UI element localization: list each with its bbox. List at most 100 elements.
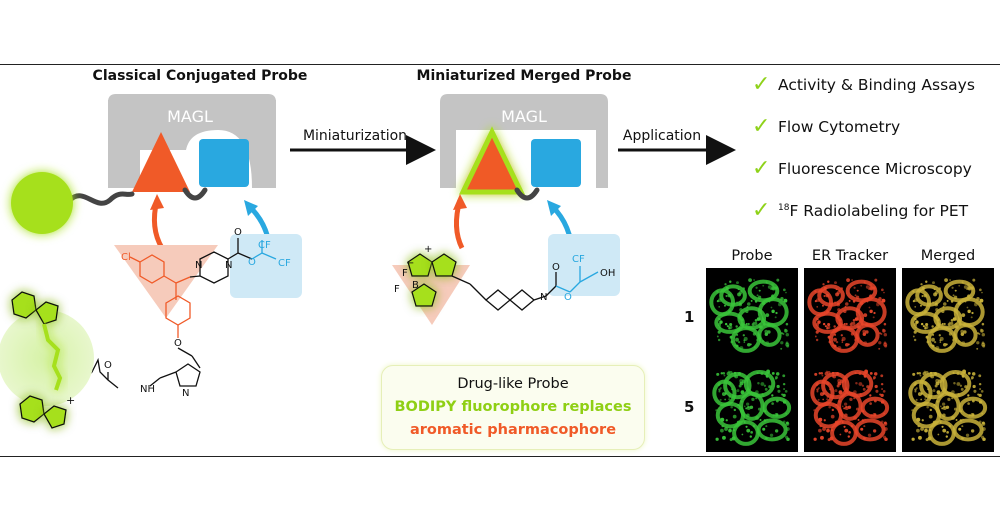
fluorescence-speck	[752, 425, 756, 428]
fluorescence-speck	[717, 338, 721, 342]
classical-probe-title: Classical Conjugated Probe	[93, 68, 308, 84]
fluorescence-speck	[828, 340, 832, 344]
fluorescence-speck	[870, 414, 873, 417]
fluorescence-speck	[746, 428, 751, 433]
fluorescence-speck	[816, 388, 819, 391]
fluorescence-speck	[934, 291, 939, 295]
magl-label-left: MAGL	[167, 107, 213, 126]
fluorescence-speck	[855, 309, 858, 312]
fluorescence-speck	[785, 421, 790, 426]
fluorescence-speck	[861, 322, 864, 326]
fluorescence-speck	[743, 341, 746, 344]
fluorescence-speck	[852, 319, 856, 322]
fluorescence-speck	[881, 298, 886, 303]
fluorescence-speck	[817, 398, 820, 401]
cyanine-shade	[0, 310, 94, 406]
fluorescence-speck	[953, 381, 956, 385]
fluorescence-speck	[757, 381, 760, 385]
fluorescence-speck	[961, 313, 966, 318]
fluorescence-speck	[750, 299, 753, 302]
fluorescence-speck	[967, 295, 970, 298]
fluorescence-speck	[869, 402, 872, 405]
fluorescence-speck	[878, 296, 882, 301]
fluorescence-speck	[967, 283, 970, 287]
magl-enzyme-left: MAGL	[108, 94, 276, 192]
fluorescence-speck	[780, 347, 783, 350]
fluorescence-speck	[815, 330, 819, 334]
fluorescence-speck	[942, 406, 947, 410]
fluorescence-speck	[959, 409, 962, 413]
fluorescence-speck	[833, 281, 837, 285]
fluorescence-speck	[858, 372, 862, 375]
fluorescence-speck	[747, 342, 751, 347]
fluorescence-speck	[980, 435, 985, 439]
fluorescence-speck	[868, 306, 871, 309]
carbonyl-oxygen-right: O	[552, 262, 560, 273]
fluorescence-speck	[882, 435, 887, 439]
fluorescence-speck	[970, 286, 974, 290]
fluorescence-speck	[847, 343, 850, 346]
fluorescence-speck	[757, 309, 760, 312]
fluorescence-speck	[771, 286, 776, 291]
fluorescence-speck	[861, 409, 864, 413]
fluorescence-speck	[841, 341, 844, 344]
fluorescence-speck	[880, 400, 885, 404]
fluorescence-speck	[740, 318, 744, 322]
micrograph-1-merged	[902, 268, 994, 361]
fluorescence-speck	[960, 387, 964, 391]
orange-arrowhead-left	[150, 194, 164, 210]
fluorescence-speck	[976, 296, 980, 301]
fluorescence-speck	[735, 281, 739, 285]
fluorescence-speck	[931, 344, 935, 348]
fluorescence-speck	[736, 420, 741, 425]
fluorescence-speck	[747, 322, 750, 326]
fluorescence-speck	[817, 320, 821, 324]
fluorescence-speck	[770, 306, 773, 309]
fluorescence-speck	[825, 293, 830, 298]
fluorescence-speck	[862, 437, 866, 440]
fluorescence-speck	[971, 399, 975, 403]
fluorescence-speck	[964, 300, 967, 303]
fluorescence-speck	[832, 344, 834, 347]
fluorescence-speck	[778, 302, 782, 307]
fluorescence-speck	[764, 437, 768, 440]
fluorescence-speck	[952, 317, 957, 321]
fluorescence-speck	[743, 336, 748, 341]
fluorescence-speck	[978, 393, 982, 397]
fluorescence-speck	[954, 325, 958, 328]
fluorescence-speck	[850, 321, 853, 324]
fluorescence-speck	[761, 393, 765, 398]
fluorescence-speck	[943, 322, 946, 326]
fluorescence-speck	[753, 279, 755, 281]
fluorescence-speck	[757, 295, 762, 300]
boron-label: B	[412, 280, 419, 291]
fluorescence-speck	[959, 322, 962, 326]
fluorescence-speck	[912, 300, 915, 303]
fluorescence-speck	[979, 388, 982, 390]
fluorescence-speck	[733, 374, 737, 378]
application-text-body: F Radiolabeling for PET	[789, 201, 969, 220]
fluorescence-speck	[874, 278, 878, 282]
fluorescence-speck	[923, 381, 928, 386]
fluorescence-speck	[761, 340, 765, 343]
fluorescence-speck	[945, 343, 948, 346]
cell-outline	[747, 279, 780, 303]
fluorescence-speck	[854, 339, 856, 341]
fluorescence-speck	[771, 295, 774, 298]
fluorescence-speck	[848, 299, 851, 302]
fluorescence-speck	[949, 279, 951, 281]
fluorescence-speck	[881, 388, 884, 390]
fluorescence-speck	[748, 278, 752, 283]
fluorescence-speck	[928, 429, 932, 432]
check-icon: ✓	[752, 114, 771, 139]
fluorescence-speck	[872, 413, 877, 417]
fluorescence-speck	[736, 389, 740, 393]
fluorescence-speck	[758, 337, 762, 340]
fluorescence-speck	[749, 435, 752, 438]
fluorescence-speck	[837, 378, 842, 383]
fluorescence-speck	[746, 305, 749, 308]
fluorescence-speck	[728, 395, 732, 398]
fluorescence-speck	[884, 344, 888, 348]
fluorescence-speck	[947, 397, 951, 402]
fluorescence-speck	[850, 332, 855, 336]
